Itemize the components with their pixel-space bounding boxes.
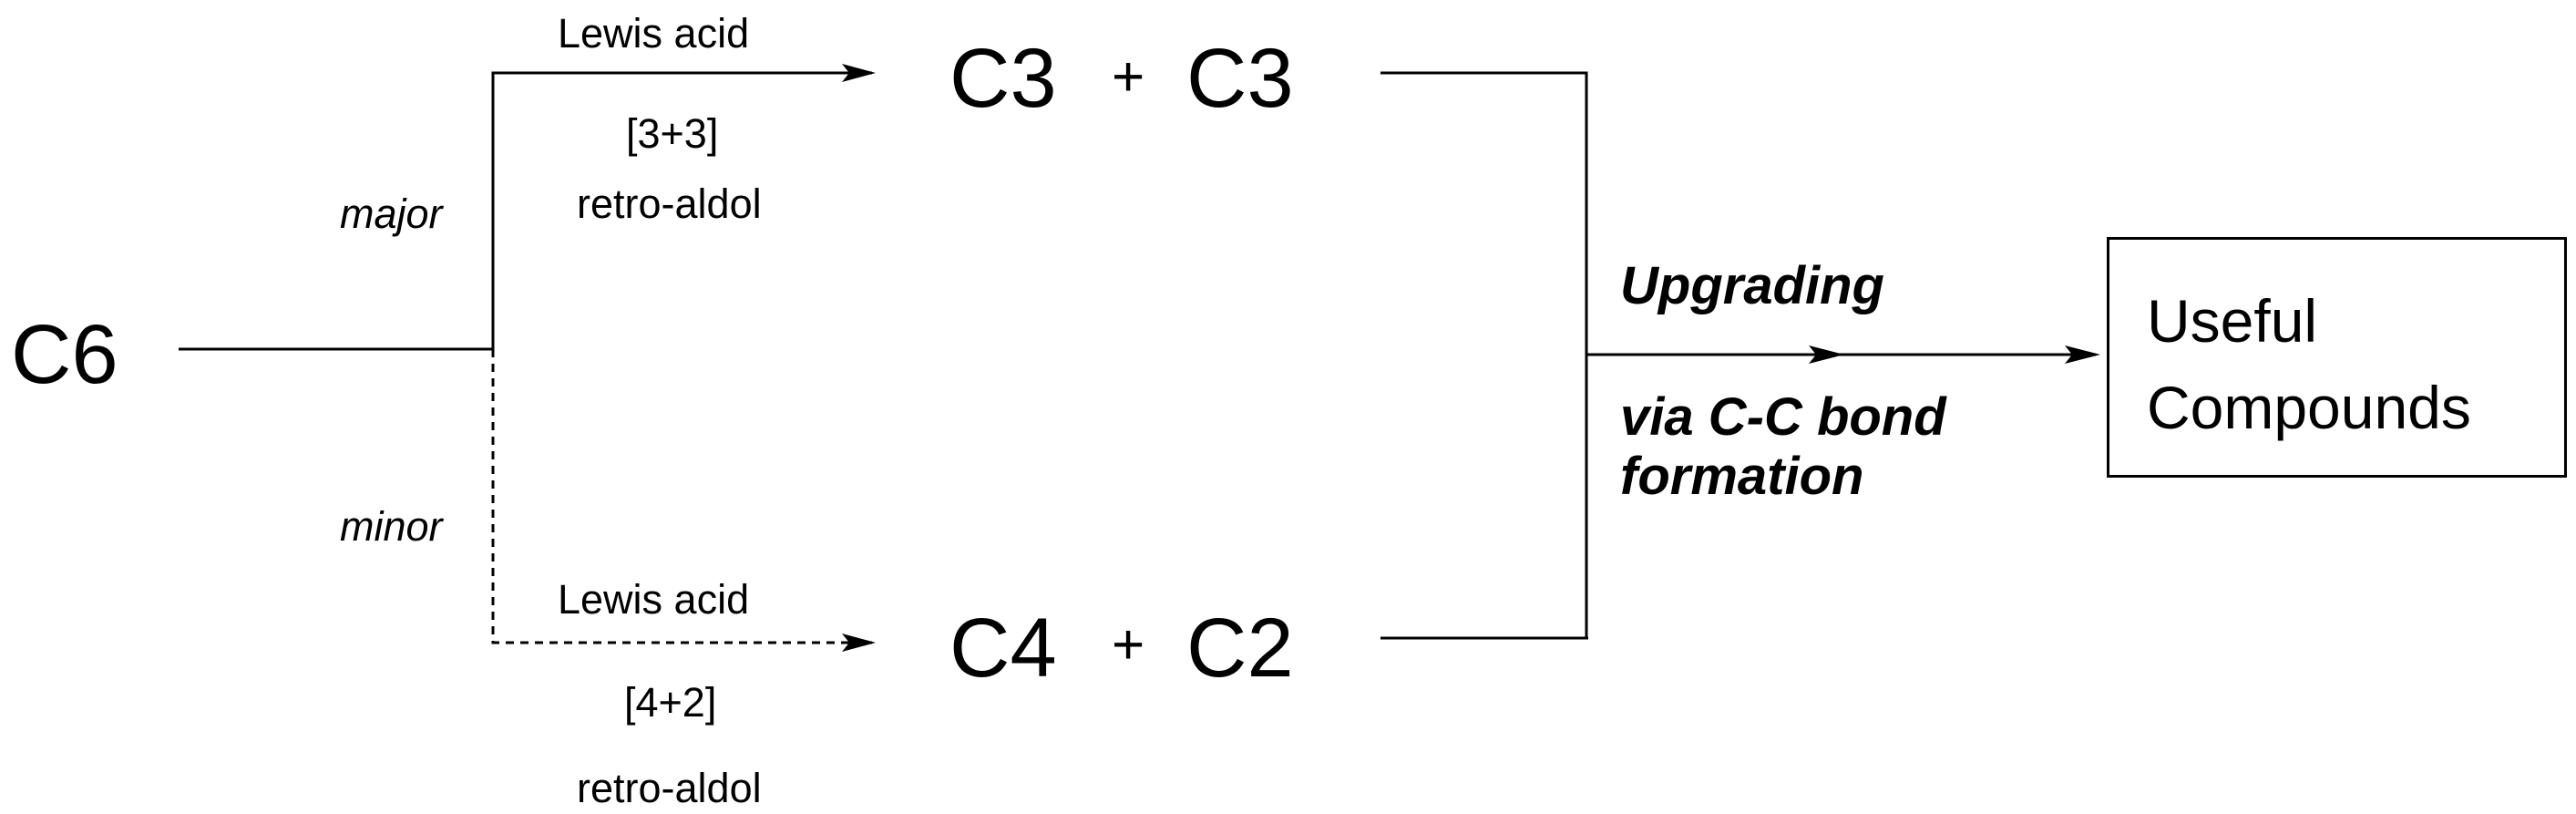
minor-branch-line [491, 349, 872, 644]
minor-product-left: C4 [949, 602, 1057, 695]
minor-arrowhead [842, 634, 876, 652]
minor-reaction-name-label: retro-aldol [577, 765, 762, 811]
minor-plus-sign: + [1112, 613, 1145, 676]
minor-branch-label: minor [340, 503, 443, 550]
upgrading-end-arrowhead [2065, 345, 2100, 364]
useful-compounds-box [2107, 237, 2567, 478]
upgrading-formation-label: formation [1620, 447, 1864, 506]
major-arrowhead [842, 64, 876, 82]
minor-product-right: C2 [1186, 602, 1294, 695]
useful-compounds-line1: Useful [2147, 287, 2318, 355]
major-product-right: C3 [1186, 32, 1294, 125]
upgrading-via-label: via C-C bond [1620, 387, 1946, 447]
upgrading-label: Upgrading [1620, 256, 1884, 315]
major-reaction-name-label: retro-aldol [577, 180, 762, 227]
upgrading-mid-arrowhead [1809, 345, 1844, 364]
major-plus-sign: + [1112, 46, 1145, 108]
major-branch-label: major [340, 191, 443, 237]
minor-reaction-type-label: [4+2] [624, 679, 717, 726]
start-compound-label: C6 [11, 308, 118, 401]
major-reagent-label: Lewis acid [558, 10, 750, 57]
useful-compounds-line2: Compounds [2147, 374, 2471, 441]
major-reaction-type-label: [3+3] [626, 110, 719, 157]
minor-reagent-label: Lewis acid [558, 576, 750, 623]
major-collector-line [1380, 71, 1588, 638]
major-product-left: C3 [949, 32, 1057, 125]
major-branch-line [491, 71, 872, 349]
